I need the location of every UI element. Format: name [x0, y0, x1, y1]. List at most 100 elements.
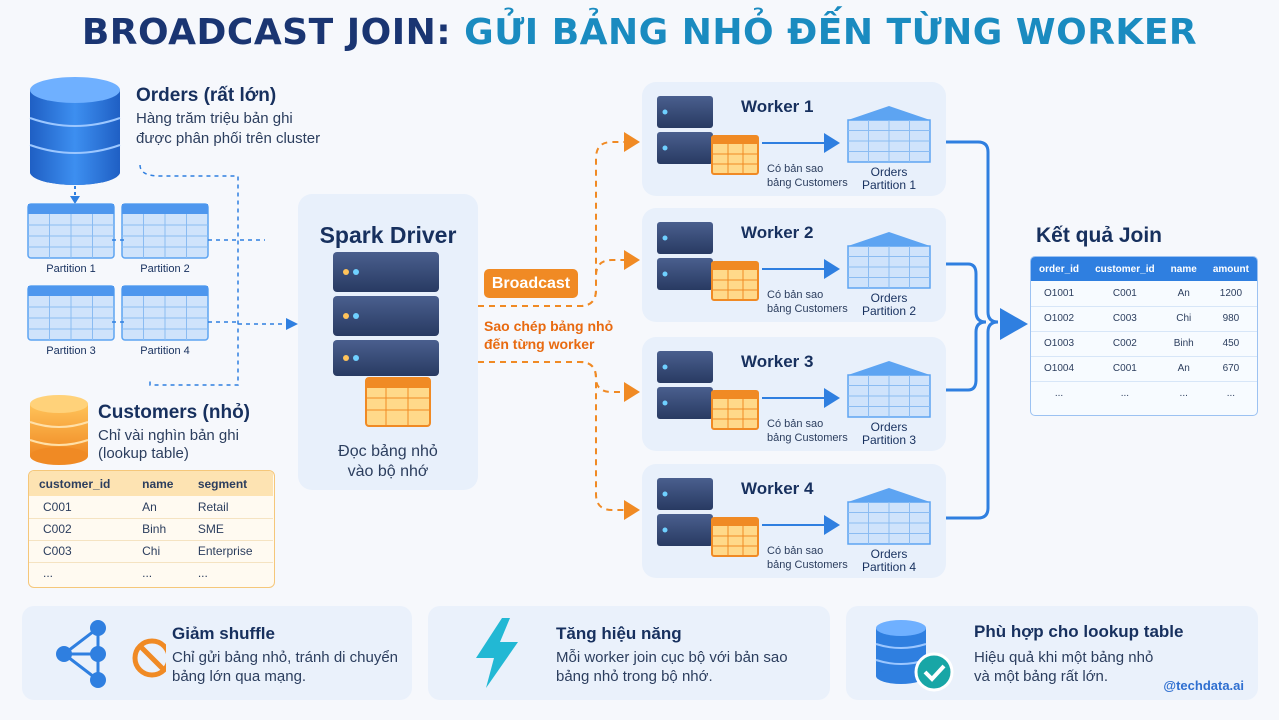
- worker-copy-label-2: bảng Customers: [767, 559, 848, 571]
- worker-server-icon: [657, 478, 713, 546]
- partition-label-4: Partition 4: [140, 345, 190, 357]
- worker-customers-table-icon: [711, 135, 759, 175]
- worker-orders-label: Orders: [870, 547, 908, 561]
- database-check-icon: [875, 620, 954, 692]
- worker-customers-table-icon: [711, 261, 759, 301]
- cell: ...: [1179, 388, 1188, 400]
- worker-copy-label-1: Có bản sao: [767, 163, 824, 175]
- benefit-1-line-2: bảng lớn qua mạng.: [172, 668, 307, 685]
- cell: C003: [43, 544, 72, 558]
- cell: O1002: [1044, 313, 1075, 324]
- customers-desc-1: Chỉ vài nghìn bản ghi: [98, 427, 239, 444]
- worker-orders-partition-icon: [847, 232, 931, 289]
- worker-copy-label-2: bảng Customers: [767, 303, 848, 315]
- worker-orders-partition-icon: [847, 361, 931, 418]
- table-row: C003 Chi Enterprise: [29, 540, 273, 562]
- result-col-customer-id: customer_id: [1095, 263, 1155, 275]
- benefit-2-title: Tăng hiệu năng: [556, 624, 682, 643]
- worker-customers-table-icon: [711, 517, 759, 557]
- page-title: BROADCAST JOIN: GỬI BẢNG NHỎ ĐẾN TỪNG WO…: [0, 12, 1279, 53]
- worker-orders-label: Orders: [870, 165, 908, 179]
- table-row: ... ... ...: [29, 562, 273, 584]
- worker-title: Worker 1: [741, 97, 814, 116]
- worker-server-icon: [657, 222, 713, 290]
- table-row: O1004 C001 An 670: [1031, 356, 1257, 381]
- result-heading: Kết quả Join: [1036, 224, 1163, 247]
- worker-customers-table-icon: [711, 390, 759, 430]
- worker-copy-label-2: bảng Customers: [767, 432, 848, 444]
- worker-title: Worker 2: [741, 223, 814, 242]
- benefit-3-line-1: Hiệu quả khi một bảng nhỏ: [974, 649, 1154, 666]
- cell: An: [1177, 287, 1190, 299]
- worker-copy-label-1: Có bản sao: [767, 418, 824, 430]
- customers-desc-2: (lookup table): [98, 445, 189, 462]
- worker-copy-label-2: bảng Customers: [767, 177, 848, 189]
- cell: C001: [1112, 287, 1137, 299]
- cell: C002: [1112, 338, 1137, 349]
- worker-orders-partition-icon: [847, 106, 931, 163]
- cell: Chi: [142, 544, 161, 558]
- customers-table: customer_id name segment C001 An Retail …: [28, 470, 275, 588]
- orders-heading: Orders (rất lớn): [136, 85, 277, 106]
- cell: C002: [43, 522, 72, 536]
- partition-grid-icon: [121, 285, 209, 341]
- benefit-2-line-2: bảng nhỏ trong bộ nhớ.: [556, 668, 713, 685]
- cell: 670: [1222, 363, 1240, 374]
- join-arrow-head: [1000, 308, 1028, 340]
- driver-caption-1: Đọc bảng nhỏ: [338, 443, 438, 460]
- worker-partition-label: Partition 2: [861, 304, 917, 318]
- cell: SME: [197, 522, 224, 536]
- cell: ...: [43, 566, 54, 581]
- cell: ...: [1054, 388, 1064, 400]
- table-row: C001 An Retail: [29, 496, 273, 518]
- worker-server-icon: [657, 96, 713, 164]
- broadcast-badge: Broadcast: [484, 269, 578, 298]
- cell: Chi: [1176, 313, 1192, 324]
- cell: C003: [1112, 313, 1137, 324]
- table-row: O1002 C003 Chi 980: [1031, 306, 1257, 331]
- cell: ...: [1120, 388, 1130, 400]
- customers-database-icon: [29, 395, 89, 465]
- cell: 980: [1222, 313, 1240, 324]
- cell: C001: [1112, 363, 1137, 374]
- join-arrows: [946, 140, 999, 520]
- driver-server-icon: [333, 252, 439, 376]
- result-col-amount: amount: [1212, 263, 1249, 275]
- worker-title: Worker 3: [741, 352, 814, 371]
- benefit-card-shuffle: Giảm shuffle Chỉ gửi bảng nhỏ, tránh di …: [22, 606, 412, 700]
- partition-grid-icon: [27, 285, 115, 341]
- benefit-card-lookup: Phù hợp cho lookup table Hiệu quả khi mộ…: [846, 606, 1258, 700]
- watermark: @techdata.ai: [1163, 678, 1244, 693]
- cell: Binh: [142, 522, 167, 536]
- benefit-1-line-1: Chỉ gửi bảng nhỏ, tránh di chuyển: [172, 649, 399, 666]
- benefit-3-line-2: và một bảng rất lớn.: [974, 668, 1109, 685]
- title-part2: GỬI BẢNG NHỎ ĐẾN TỪNG WORKER: [464, 12, 1198, 53]
- partition-label-3: Partition 3: [46, 345, 96, 357]
- worker-orders-partition-icon: [847, 488, 931, 545]
- cell: 1200: [1219, 287, 1243, 299]
- partition-label-1: Partition 1: [46, 263, 96, 275]
- partition-grid-icons: [27, 203, 209, 341]
- driver-heading: Spark Driver: [319, 222, 457, 248]
- worker-title: Worker 4: [741, 479, 814, 498]
- cell: Enterprise: [197, 544, 253, 558]
- benefit-3-title: Phù hợp cho lookup table: [974, 622, 1184, 641]
- lightning-icon: [476, 618, 518, 688]
- worker-partition-label: Partition 3: [861, 433, 917, 447]
- broadcast-note-2: đến từng worker: [484, 336, 595, 352]
- cell: Retail: [197, 499, 229, 514]
- cell: An: [1177, 363, 1190, 374]
- cell: An: [142, 499, 157, 514]
- cell: O1003: [1044, 338, 1075, 349]
- partition-grid-icon: [121, 203, 209, 259]
- benefit-2-line-1: Mỗi worker join cục bộ với bản sao: [556, 649, 788, 666]
- cell: C001: [43, 499, 72, 514]
- customers-col-segment: segment: [197, 476, 248, 491]
- worker-orders-label: Orders: [870, 420, 908, 434]
- worker-partition-label: Partition 1: [861, 178, 917, 192]
- orders-database-icon: [29, 77, 121, 185]
- cell: O1004: [1044, 363, 1075, 374]
- cell: ...: [142, 566, 153, 581]
